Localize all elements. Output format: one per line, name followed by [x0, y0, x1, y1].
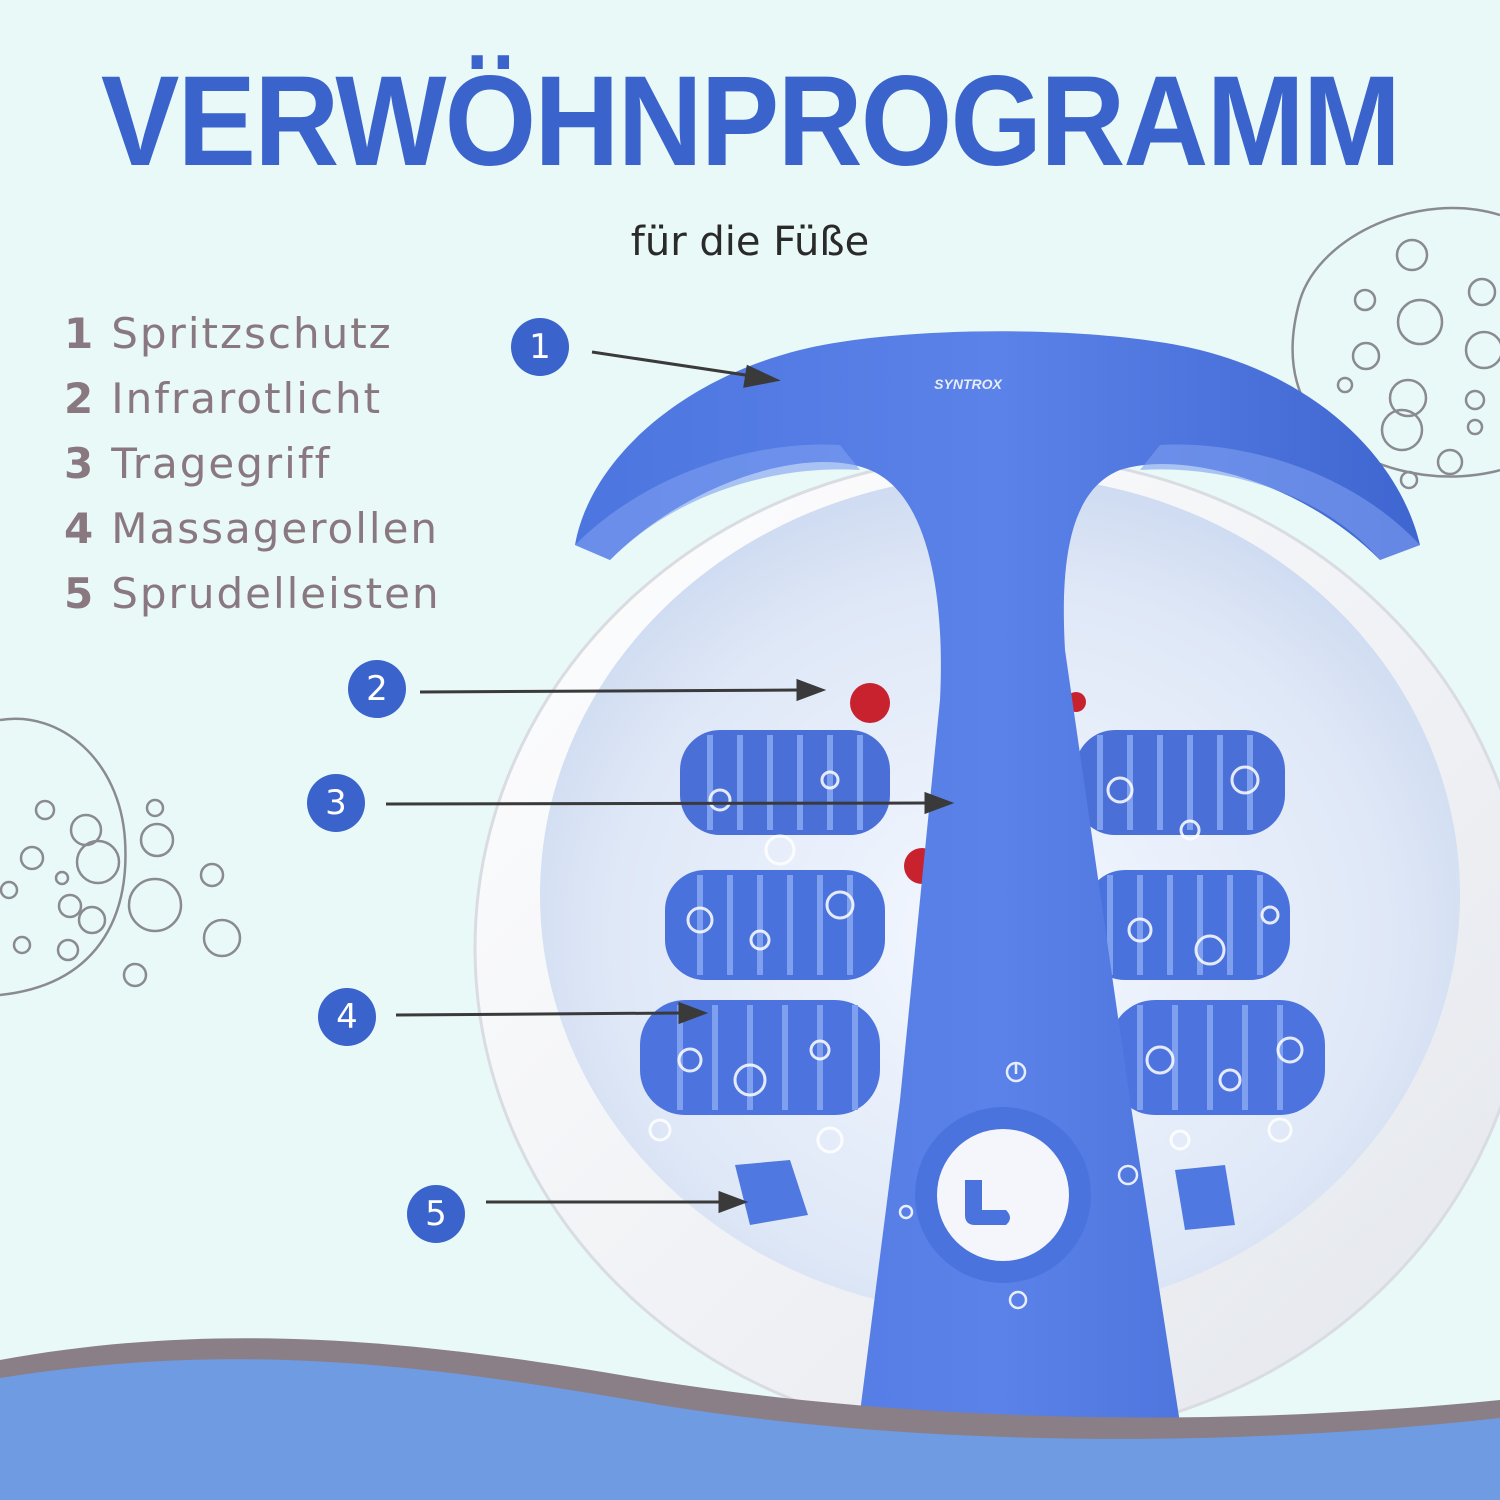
wave-blue: [0, 1359, 1500, 1500]
legend-label: Sprudelleisten: [111, 569, 441, 618]
bubble-decoration-right: [1291, 206, 1500, 490]
legend-item: 3 Tragegriff: [64, 436, 441, 501]
callout-badge-1: 1: [511, 318, 569, 376]
legend-label: Infrarotlicht: [111, 374, 383, 423]
legend-number: 3: [64, 439, 96, 488]
subheadline: für die Füße: [630, 219, 870, 265]
bubble-strip-right: [1175, 1165, 1235, 1230]
legend-label: Tragegriff: [111, 439, 332, 488]
bubble-decoration-left: [0, 717, 242, 997]
massage-rollers-left: [640, 730, 890, 1115]
control-knob: [898, 1061, 1139, 1310]
splash-guard: [575, 331, 1420, 1500]
water-bubbles: [648, 765, 1304, 1154]
legend-number: 1: [64, 309, 96, 358]
legend-label: Massagerollen: [111, 504, 440, 553]
legend-item: 2 Infrarotlicht: [64, 371, 441, 436]
legend-item: 4 Massagerollen: [64, 501, 441, 566]
splash-guard-edge-right: [1140, 444, 1420, 560]
bubble-strip-left: [735, 1160, 808, 1225]
callout-badge-5: 5: [407, 1185, 465, 1243]
feature-legend: 1 Spritzschutz 2 Infrarotlicht 3 Tragegriff…: [64, 306, 441, 631]
callout-badge-3: 3: [307, 774, 365, 832]
massage-rollers-right: [1075, 730, 1325, 1115]
splash-guard-edge-left: [575, 444, 860, 560]
legend-number: 2: [64, 374, 96, 423]
callout-badge-4: 4: [318, 988, 376, 1046]
callout-badge-2: 2: [348, 660, 406, 718]
headline: VERWÖHNPROGRAMM: [100, 50, 1401, 193]
legend-number: 4: [64, 504, 96, 553]
legend-item: 5 Sprudelleisten: [64, 566, 441, 631]
legend-label: Spritzschutz: [111, 309, 393, 358]
legend-number: 5: [64, 569, 96, 618]
brand-logo: SYNTROX: [934, 376, 1003, 392]
legend-item: 1 Spritzschutz: [64, 306, 441, 371]
callout-arrows: [385, 350, 955, 1214]
